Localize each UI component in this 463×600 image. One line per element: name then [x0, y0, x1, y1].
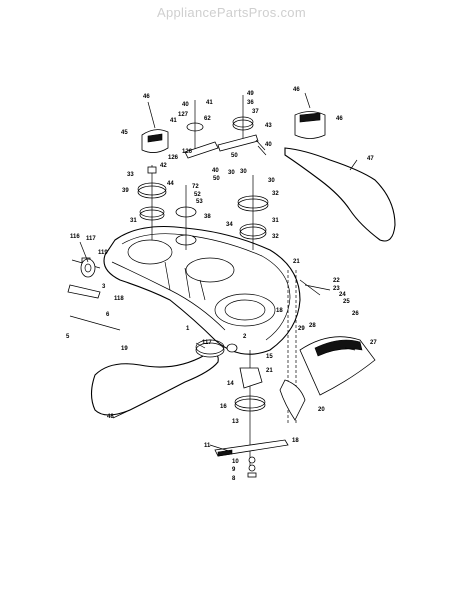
- callout-33: 33: [127, 172, 134, 178]
- callout-47: 47: [367, 156, 374, 162]
- callout-8: 8: [232, 476, 236, 482]
- callout-119: 119: [98, 250, 108, 256]
- callout-21b: 21: [266, 368, 273, 374]
- callout-41: 41: [206, 100, 213, 106]
- callout-26: 26: [352, 311, 359, 317]
- callout-116: 116: [70, 234, 80, 240]
- belt-47: [284, 147, 396, 242]
- callout-44: 44: [167, 181, 174, 187]
- watermark: AppliancePartsPros.com: [157, 5, 306, 20]
- callout-38: 38: [204, 214, 211, 220]
- callout-126b: 126: [168, 155, 179, 161]
- mower-blade: [214, 439, 289, 457]
- callout-34: 34: [226, 222, 233, 228]
- callout-40c: 40: [265, 142, 272, 148]
- callout-41b: 41: [170, 118, 177, 124]
- spindle-assembly-right: [237, 175, 269, 250]
- callout-31b: 31: [272, 218, 279, 224]
- callout-48: 48: [107, 414, 114, 420]
- callout-20: 20: [318, 407, 325, 413]
- callout-6: 6: [106, 312, 110, 318]
- blade-hardware: [247, 456, 257, 478]
- idler-pulley-assembly: [184, 95, 267, 159]
- callout-46c: 46: [336, 116, 343, 122]
- callout-21: 21: [293, 259, 300, 265]
- leader-lines: [79, 92, 358, 453]
- callout-117: 117: [86, 236, 96, 242]
- callout-46: 46: [143, 94, 150, 100]
- callout-39: 39: [122, 188, 129, 194]
- discharge-chute: [299, 336, 376, 396]
- callout-23: 23: [333, 286, 340, 292]
- callout-52: 52: [194, 192, 201, 198]
- deck-hanger-right: [287, 270, 331, 425]
- callout-25: 25: [343, 299, 350, 305]
- callout-9: 9: [232, 467, 236, 473]
- callout-32b: 32: [272, 234, 279, 240]
- callout-11: 11: [204, 443, 211, 449]
- callout-10: 10: [232, 459, 239, 465]
- callout-19: 19: [121, 346, 128, 352]
- callout-5: 5: [66, 334, 70, 340]
- callout-27: 27: [370, 340, 377, 346]
- mower-deck-housing: [103, 225, 301, 355]
- callout-62: 62: [204, 116, 211, 122]
- callout-49: 49: [247, 91, 254, 97]
- callout-126: 126: [182, 149, 193, 155]
- spindle-assembly-center: [175, 185, 197, 250]
- deflector-bracket: [279, 379, 306, 421]
- callout-40: 40: [182, 102, 189, 108]
- callout-45: 45: [121, 130, 128, 136]
- callout-16: 16: [220, 404, 227, 410]
- callout-22: 22: [333, 278, 340, 284]
- callout-13: 13: [232, 419, 239, 425]
- callout-30b: 30: [268, 178, 275, 184]
- callout-32: 32: [272, 191, 279, 197]
- callout-18b: 18: [276, 308, 283, 314]
- callout-31: 31: [130, 218, 137, 224]
- callout-14: 14: [227, 381, 234, 387]
- callout-28: 28: [309, 323, 316, 329]
- callout-37: 37: [252, 109, 259, 115]
- callout-72: 72: [192, 184, 199, 190]
- callout-1: 1: [186, 326, 190, 332]
- callout-46b: 46: [293, 87, 300, 93]
- callout-36: 36: [247, 100, 254, 106]
- belt-48: [90, 353, 219, 416]
- callout-24: 24: [339, 292, 346, 298]
- callout-53: 53: [196, 199, 203, 205]
- callout-3: 3: [102, 284, 106, 290]
- callout-118: 118: [114, 296, 124, 302]
- callout-50: 50: [213, 176, 220, 182]
- callout-127: 127: [178, 112, 189, 118]
- belt-cover-left: [141, 129, 169, 153]
- front-pulley-117: [80, 258, 96, 278]
- callout-42: 42: [160, 163, 167, 169]
- callout-43: 43: [265, 123, 272, 129]
- callout-2: 2: [243, 334, 247, 340]
- part-callouts: 46 45 49 36 37 40 126 127 62 41 41 43 33…: [66, 87, 377, 482]
- belt-cover-right: [294, 111, 326, 139]
- callout-50b: 50: [231, 153, 238, 159]
- callout-30: 30: [228, 170, 235, 176]
- callout-117b: 117: [202, 340, 212, 346]
- callout-15: 15: [266, 354, 273, 360]
- callout-18: 18: [292, 438, 299, 444]
- callout-40b: 40: [212, 168, 219, 174]
- callout-30c: 30: [240, 169, 247, 175]
- spindle-assembly-left: [137, 165, 167, 240]
- callout-29: 29: [298, 326, 305, 332]
